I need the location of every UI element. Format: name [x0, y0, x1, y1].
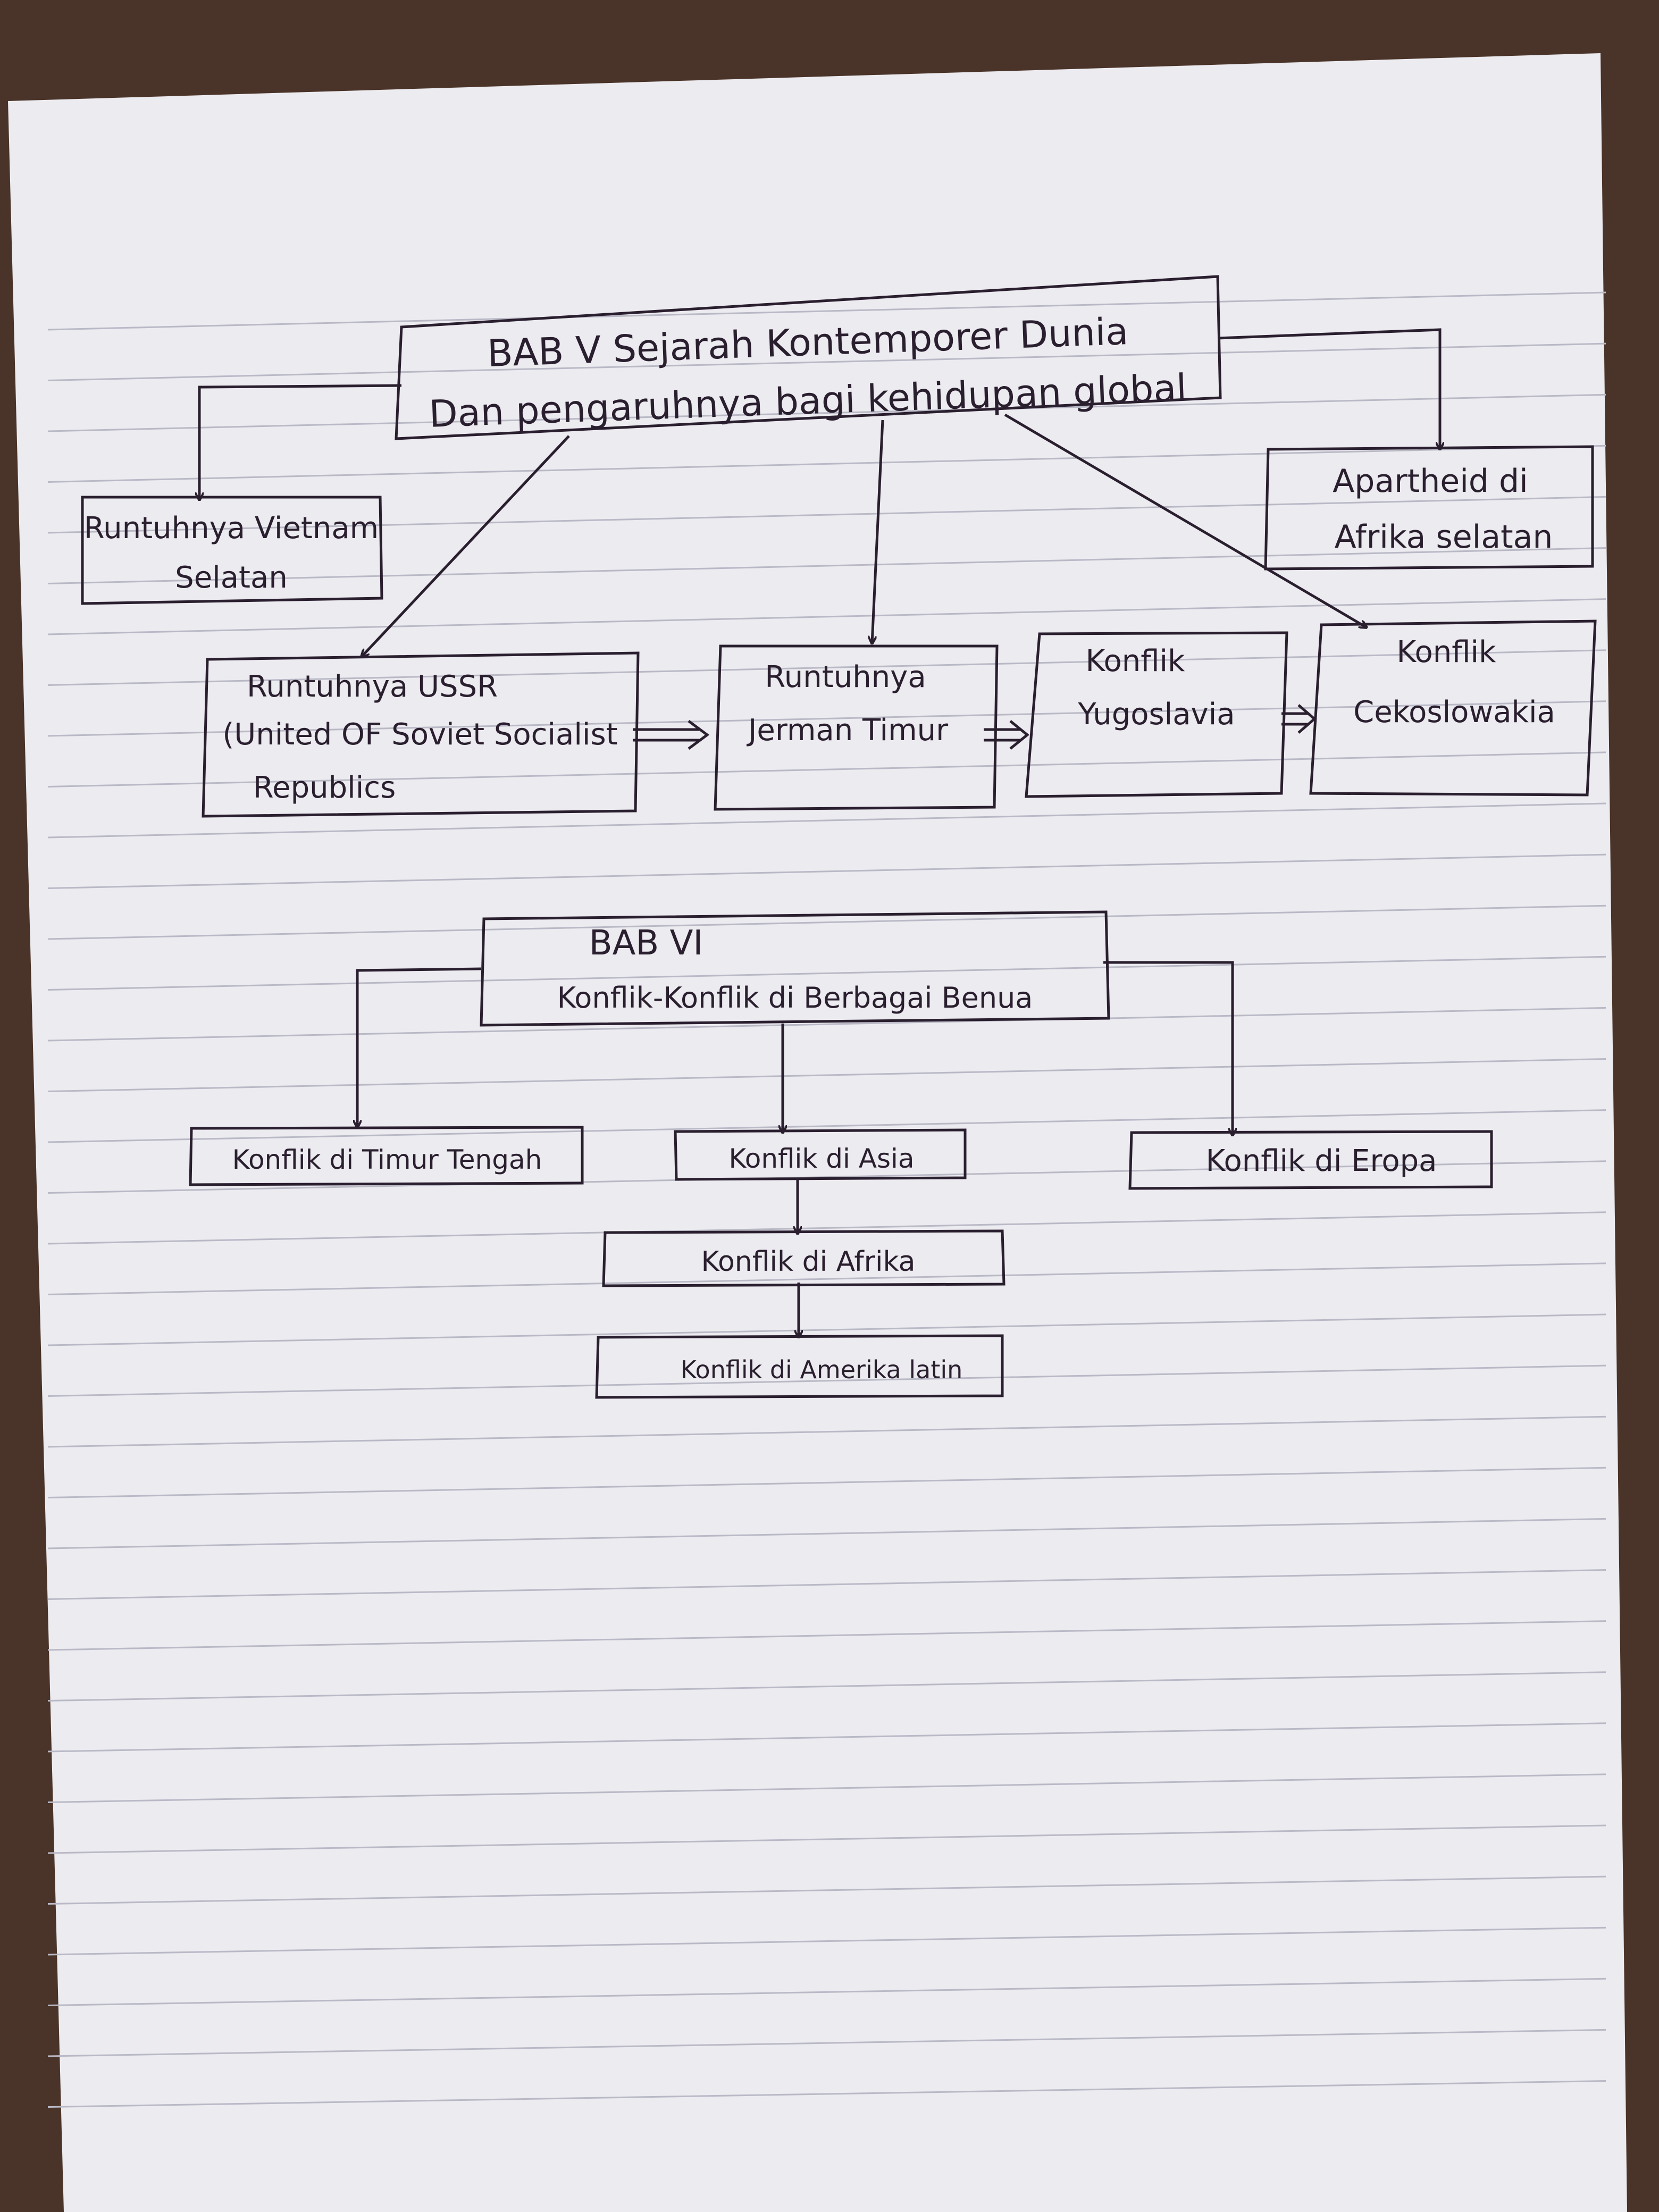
- arrow-root-to-vietnam: [199, 384, 402, 500]
- yugoslavia-label-2: Yugoslavia: [1077, 697, 1235, 732]
- diagram2-text: BAB VI Konflik-Konflik di Berbagai Benua…: [232, 924, 1437, 1384]
- box-eropa: [1128, 1130, 1493, 1190]
- apartheid-label-1: Apartheid di: [1333, 463, 1528, 500]
- arrow-root-to-ussr: [362, 435, 570, 657]
- timur-tengah-label: Konflik di Timur Tengah: [232, 1144, 542, 1175]
- box-jerman: [714, 644, 999, 811]
- diagram2-connectors: [357, 961, 1233, 1337]
- box-apartheid: [1264, 445, 1594, 571]
- apartheid-label-2: Afrika selatan: [1335, 518, 1553, 556]
- bab6-title: BAB VI: [589, 924, 703, 963]
- box-cekoslowakia: [1309, 619, 1597, 797]
- vietnam-label-1: Runtuhnya Vietnam: [84, 511, 379, 546]
- ussr-label-2: (United OF Soviet Socialist: [222, 717, 617, 752]
- diagram1-boxes: [81, 275, 1597, 818]
- arrow-ussr-to-jerman: [633, 719, 710, 750]
- arrow-root-to-cekoslowakia: [1004, 413, 1367, 627]
- box-amerika-latin: [595, 1334, 1004, 1399]
- box-timur-tengah: [189, 1126, 584, 1186]
- cekoslowakia-label-1: Konflik: [1397, 635, 1497, 669]
- bab6-subtitle: Konflik-Konflik di Berbagai Benua: [557, 981, 1033, 1015]
- arrow-root-to-apartheid: [1217, 328, 1440, 449]
- diagram2-boxes: [189, 910, 1493, 1399]
- box-yugoslavia: [1025, 631, 1288, 798]
- diagram1-connectors: [199, 328, 1440, 750]
- vietnam-label-2: Selatan: [175, 560, 288, 595]
- yugoslavia-label-1: Konflik: [1086, 644, 1186, 678]
- ussr-label-3: Republics: [253, 770, 396, 805]
- box-asia: [674, 1128, 967, 1181]
- paper-sheet: [8, 53, 1627, 2212]
- box-ussr: [202, 651, 640, 818]
- amerika-latin-label: Konflik di Amerika latin: [681, 1355, 963, 1384]
- asia-label: Konflik di Asia: [728, 1143, 914, 1174]
- arrow-bab6-to-eropa: [1103, 961, 1233, 1135]
- arrow-jerman-to-yugoslavia: [984, 720, 1029, 750]
- afrika-label: Konflik di Afrika: [701, 1246, 915, 1278]
- jerman-label-2: Jerman Timur: [747, 713, 949, 748]
- box-afrika: [602, 1229, 1006, 1287]
- box-vietnam: [81, 496, 383, 605]
- cekoslowakia-label-2: Cekoslowakia: [1353, 695, 1555, 730]
- ruled-lines: [47, 291, 1606, 2108]
- jerman-label-1: Runtuhnya: [765, 660, 926, 694]
- box-bab5: [395, 275, 1222, 440]
- arrow-bab6-to-timur-tengah: [357, 967, 482, 1127]
- eropa-label: Konflik di Eropa: [1206, 1144, 1437, 1178]
- box-bab6: [480, 910, 1110, 1027]
- arrow-root-to-jerman: [872, 420, 884, 643]
- ussr-label-1: Runtuhnya USSR: [247, 669, 498, 704]
